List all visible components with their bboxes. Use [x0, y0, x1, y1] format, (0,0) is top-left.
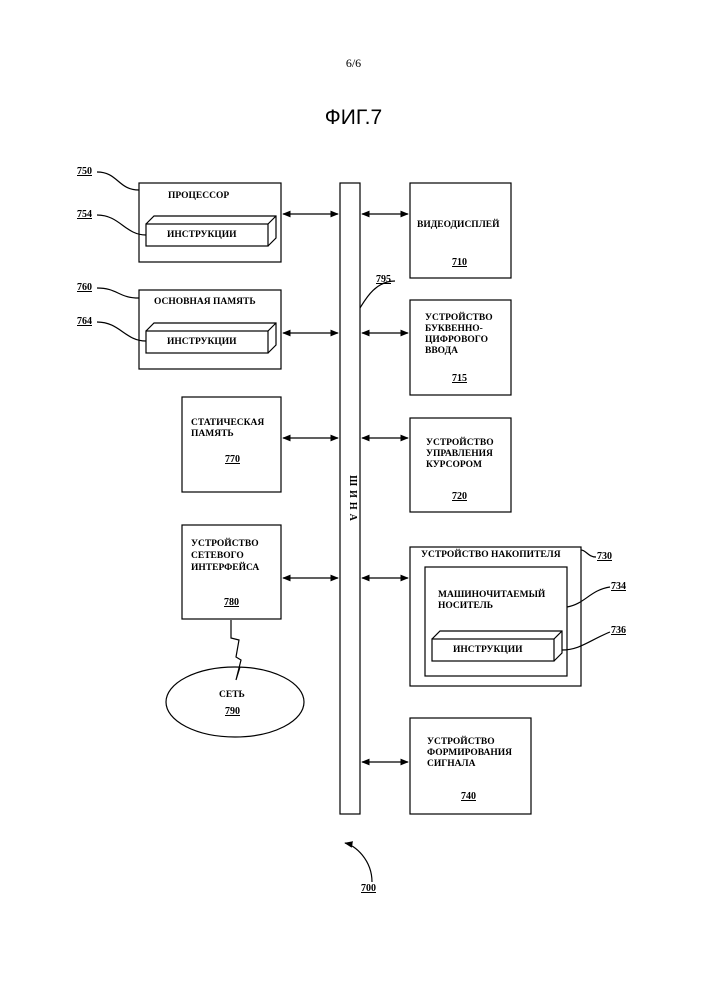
- ref-736: 736: [611, 625, 626, 637]
- cursor-label-2: УПРАВЛЕНИЯ: [426, 449, 493, 460]
- leader-736: [562, 632, 610, 650]
- alnum-label-1: УСТРОЙСТВО: [425, 313, 493, 324]
- static-memory-label-1: СТАТИЧЕСКАЯ: [191, 418, 264, 429]
- ref-730: 730: [597, 551, 612, 563]
- processor-label: ПРОЦЕССОР: [168, 191, 229, 202]
- video-display-label: ВИДЕОДИСПЛЕЙ: [417, 220, 500, 231]
- leader-760: [97, 288, 139, 298]
- bus-label: ШИНА: [347, 475, 358, 525]
- storage-box: [410, 547, 581, 686]
- leader-700-arrow: [345, 843, 372, 882]
- leader-730: [581, 550, 596, 557]
- ref-700: 700: [361, 883, 376, 895]
- signal-label-2: ФОРМИРОВАНИЯ: [427, 748, 512, 759]
- machine-readable-medium-box: [425, 567, 567, 676]
- static-memory-label-2: ПАМЯТЬ: [191, 429, 234, 440]
- network-label: СЕТЬ: [219, 690, 245, 701]
- static-memory-box: [182, 397, 281, 492]
- network-link-lightning: [231, 620, 241, 680]
- storage-instructions-label: ИНСТРУКЦИИ: [453, 645, 523, 656]
- leader-734: [567, 587, 610, 607]
- network-interface-label-2: СЕТЕВОГО: [191, 551, 244, 562]
- network-interface-label-1: УСТРОЙСТВО: [191, 539, 259, 550]
- ref-720: 720: [452, 491, 467, 503]
- signal-label-1: УСТРОЙСТВО: [427, 737, 495, 748]
- ref-750: 750: [77, 166, 92, 178]
- ref-760: 760: [77, 282, 92, 294]
- ref-710: 710: [452, 257, 467, 269]
- ref-715: 715: [452, 373, 467, 385]
- ref-754: 754: [77, 209, 92, 221]
- processor-instructions-label: ИНСТРУКЦИИ: [167, 230, 237, 241]
- signal-label-3: СИГНАЛА: [427, 759, 475, 770]
- cursor-label-3: КУРСОРОМ: [426, 460, 482, 471]
- ref-740: 740: [461, 791, 476, 803]
- alnum-label-2: БУКВЕННО-: [425, 324, 483, 335]
- ref-734: 734: [611, 581, 626, 593]
- main-memory-instructions-label: ИНСТРУКЦИИ: [167, 337, 237, 348]
- alnum-label-4: ВВОДА: [425, 346, 458, 357]
- cursor-label-1: УСТРОЙСТВО: [426, 438, 494, 449]
- leader-750: [97, 172, 139, 190]
- network-interface-label-3: ИНТЕРФЕЙСА: [191, 563, 259, 574]
- medium-label-2: НОСИТЕЛЬ: [438, 601, 493, 612]
- ref-790: 790: [225, 706, 240, 718]
- alnum-label-3: ЦИФРОВОГО: [425, 335, 488, 346]
- ref-764: 764: [77, 316, 92, 328]
- ref-770: 770: [225, 454, 240, 466]
- medium-label-1: МАШИНОЧИТАЕМЫЙ: [438, 590, 545, 601]
- ref-795: 795: [376, 274, 391, 286]
- ref-780: 780: [224, 597, 239, 609]
- network-ellipse: [166, 667, 304, 737]
- main-memory-label: ОСНОВНАЯ ПАМЯТЬ: [154, 297, 256, 308]
- storage-label: УСТРОЙСТВО НАКОПИТЕЛЯ: [421, 550, 561, 561]
